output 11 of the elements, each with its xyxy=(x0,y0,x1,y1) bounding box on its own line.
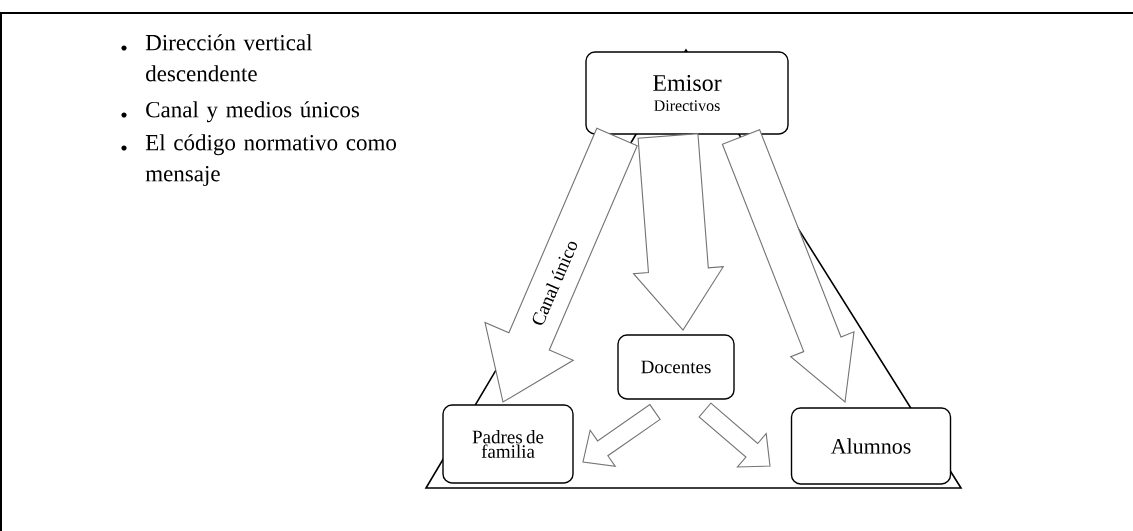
block-arrow xyxy=(632,133,725,331)
rounded-box: Emisor Directivos xyxy=(585,51,789,135)
bullet-text: El código normativo como mensaje xyxy=(145,134,396,187)
bullet-text: Canal y medios únicos xyxy=(146,101,359,123)
rounded-box: Alumnos xyxy=(790,407,952,485)
bullet-text: Dirección vertical descendente xyxy=(145,34,313,82)
rounded-box: Padres de familia xyxy=(442,404,574,484)
block-arrow xyxy=(698,402,771,468)
block-arrow xyxy=(484,127,638,403)
rounded-box: Docentes xyxy=(617,334,735,400)
edge-label: Canal único xyxy=(528,236,580,329)
